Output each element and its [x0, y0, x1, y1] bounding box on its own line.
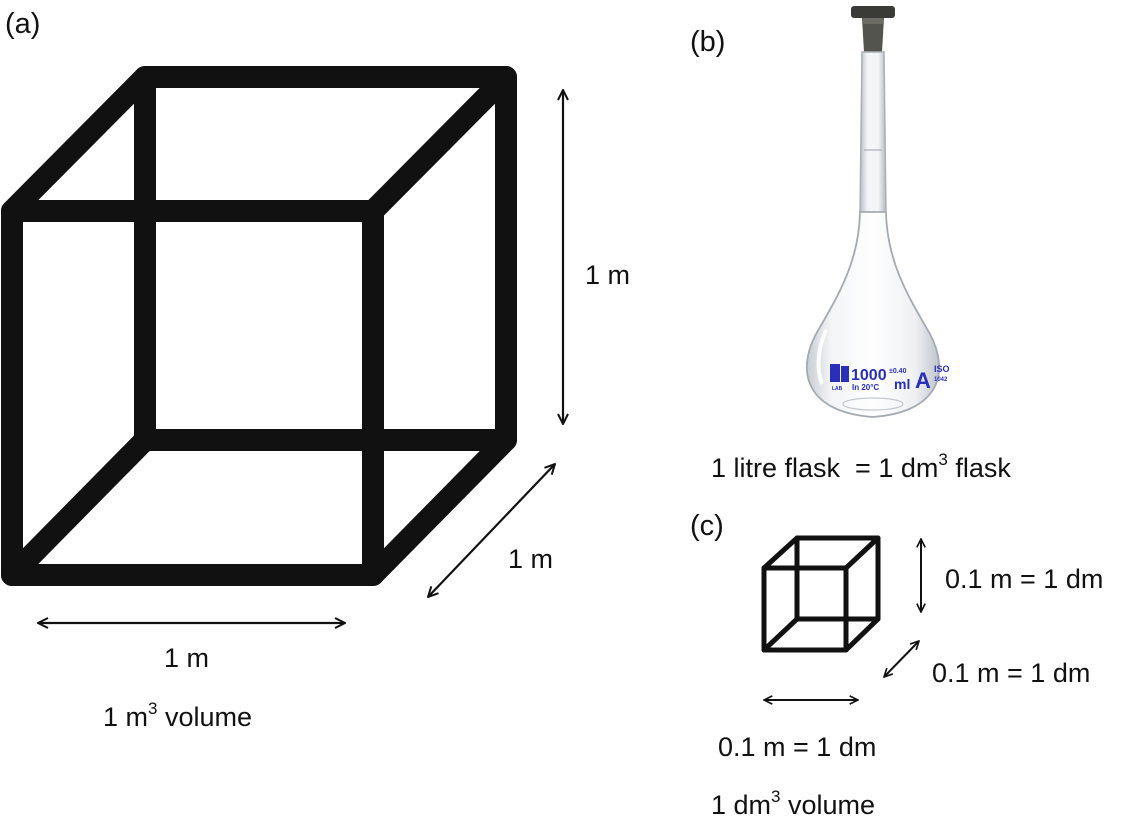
large-cube: [1, 66, 517, 586]
panel-c-depth-label: 0.1 m = 1 dm: [932, 658, 1091, 688]
small-cube-edge: [761, 535, 800, 571]
small-cube-edge: [843, 616, 881, 653]
panel-c-width-label: 0.1 m = 1 dm: [718, 732, 877, 762]
small-cube-edge: [761, 616, 800, 653]
flask-stopper: [851, 6, 895, 52]
panel-b-label: (b): [690, 26, 726, 58]
panel-a-depth-label: 1 m: [508, 544, 554, 574]
panel-c-volume-prefix: 1 dm: [711, 790, 772, 820]
depth-arrow-a: [428, 464, 555, 597]
flask-brand-text: LAB: [832, 386, 843, 392]
panel-a-volume-prefix: 1 m: [103, 702, 149, 732]
flask-class-text: A: [915, 368, 931, 393]
small-cube: [761, 535, 881, 653]
volumetric-flask: LAB 1000 ±0.40 In 20°C ml A ISO 1042: [805, 6, 950, 418]
large-cube-edge: [1, 429, 156, 586]
panel-a-width-label: 1 m: [164, 643, 210, 673]
panel-b-caption-suffix: flask: [947, 453, 1011, 483]
large-cube-edge: [362, 66, 517, 222]
panel-c-volume-caption: 1 dm3 volume: [711, 788, 876, 820]
panel-b-caption: 1 litre flask = 1 dm3 flask: [711, 451, 1011, 483]
panel-c-label: (c): [690, 510, 724, 542]
large-cube-edge: [362, 429, 517, 586]
flask-neck: [859, 51, 887, 215]
flask-unit-text: ml: [894, 376, 910, 392]
panel-a-height-label: 1 m: [585, 260, 631, 290]
flask-standard-text: 1042: [934, 377, 948, 383]
panel-b-caption-prefix: 1 litre flask = 1 dm: [711, 453, 939, 483]
panel-c-volume-suffix: volume: [780, 790, 876, 820]
panel-c-height-label: 0.1 m = 1 dm: [945, 564, 1104, 594]
panel-a-volume-suffix: volume: [157, 702, 253, 732]
flask-brand-logo-icon: [830, 364, 840, 382]
panel-b-caption-exponent: 3: [938, 450, 948, 469]
flask-tolerance-text: ±0.40: [889, 368, 907, 375]
depth-arrow-c: [884, 641, 919, 677]
large-cube-edge: [1, 66, 156, 222]
panel-a-volume-caption: 1 m3 volume: [103, 700, 253, 732]
flask-volume-text: 1000: [851, 367, 887, 384]
panel-c-volume-exponent: 3: [771, 787, 781, 806]
panel-a-label: (a): [5, 8, 41, 40]
flask-temperature-text: In 20°C: [852, 383, 879, 392]
flask-iso-text: ISO: [934, 364, 950, 374]
panel-a-volume-exponent: 3: [148, 699, 158, 718]
flask-print: LAB 1000 ±0.40 In 20°C ml A ISO 1042: [830, 364, 950, 393]
small-cube-edge: [843, 535, 881, 571]
